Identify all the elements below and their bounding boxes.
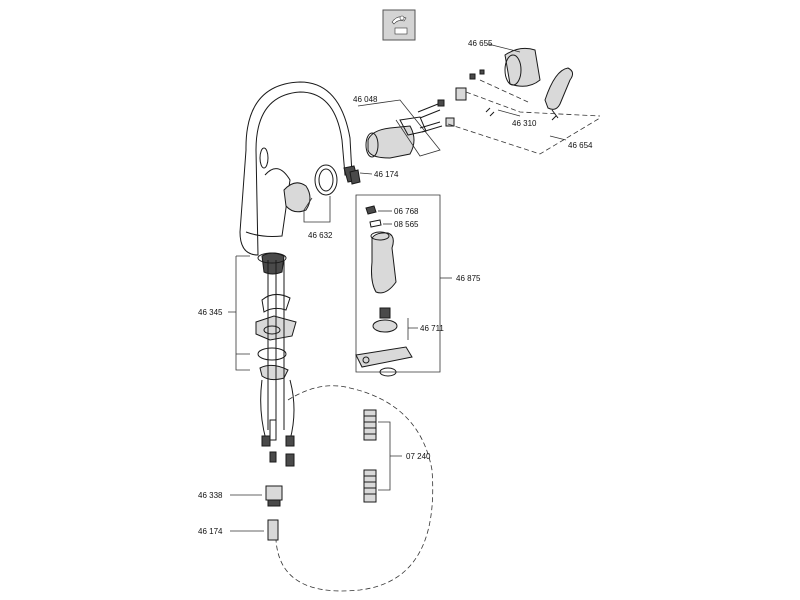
label-46174-bottom: 46 174	[198, 527, 223, 536]
cartridge-46048: 46 048	[353, 95, 441, 159]
handle-leaders: 46 310 46 654	[447, 79, 601, 155]
o-ring-46632: 46 632	[303, 164, 338, 240]
label-46875: 46 875	[456, 274, 481, 283]
faucet-body	[239, 81, 359, 256]
label-46632: 46 632	[308, 231, 333, 240]
faucet-thumbnail-icon	[382, 9, 416, 41]
hose-connector-top: 46 174	[349, 169, 399, 185]
spray-head-assembly: 06 768 08 565 46 875	[355, 194, 481, 373]
label-46711: 46 711	[420, 324, 444, 333]
mounting-kit-46345: 46 345	[198, 252, 297, 381]
label-46654: 46 654	[568, 141, 593, 150]
label-46338: 46 338	[198, 491, 223, 500]
label-46048: 46 048	[353, 95, 378, 104]
cap-46655: 46 655	[468, 39, 541, 87]
pull-out-hose	[275, 385, 434, 592]
lever-handle	[544, 67, 574, 121]
spray-face-46711: 46 711	[355, 307, 444, 377]
hose-weights-07240: 07 240	[363, 409, 431, 503]
label-06768: 06 768	[394, 207, 419, 216]
hose-connector-bottom: 46 174	[198, 519, 279, 541]
label-46345: 46 345	[198, 308, 223, 317]
label-46174-top: 46 174	[374, 170, 399, 179]
cartridge-screws	[417, 69, 495, 133]
label-07240: 07 240	[406, 452, 431, 461]
label-08565: 08 565	[394, 220, 419, 229]
fitting-46338: 46 338	[198, 485, 283, 507]
supply-hoses	[260, 260, 295, 467]
label-46310: 46 310	[512, 119, 537, 128]
label-46655: 46 655	[468, 39, 493, 48]
